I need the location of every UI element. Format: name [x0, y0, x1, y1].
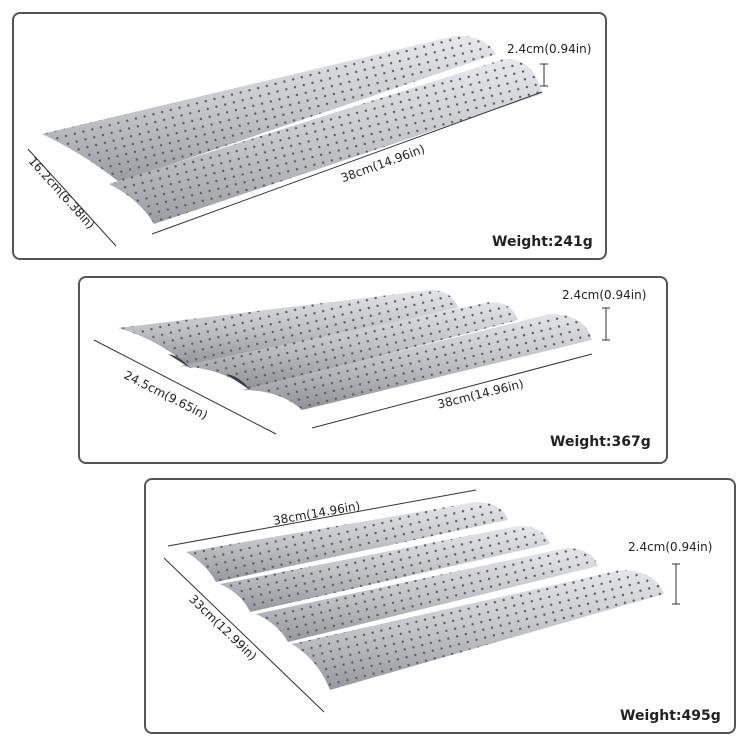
- product-panel-4-wave: 2.4cm(0.94in) 38cm(14.96in) 33cm(12.99in…: [144, 478, 736, 734]
- baguette-tray-3-wave-image: [93, 290, 610, 435]
- product-panel-3-wave: 2.4cm(0.94in) 38cm(14.96in) 24.5cm(9.65i…: [78, 276, 668, 464]
- height-dimension-label: 2.4cm(0.94in): [628, 540, 713, 554]
- baguette-tray-2-wave-image: [27, 35, 548, 247]
- weight-label: Weight:495g: [620, 708, 721, 724]
- product-panel-2-wave: 2.4cm(0.94in) 38cm(14.96in) 16.2cm(6.38i…: [12, 12, 607, 260]
- height-dimension-label: 2.4cm(0.94in): [562, 288, 647, 302]
- height-dimension-label: 2.4cm(0.94in): [507, 42, 592, 56]
- weight-label: Weight:241g: [492, 234, 593, 250]
- weight-label: Weight:367g: [550, 434, 651, 450]
- baguette-tray-4-wave-image: [163, 489, 680, 713]
